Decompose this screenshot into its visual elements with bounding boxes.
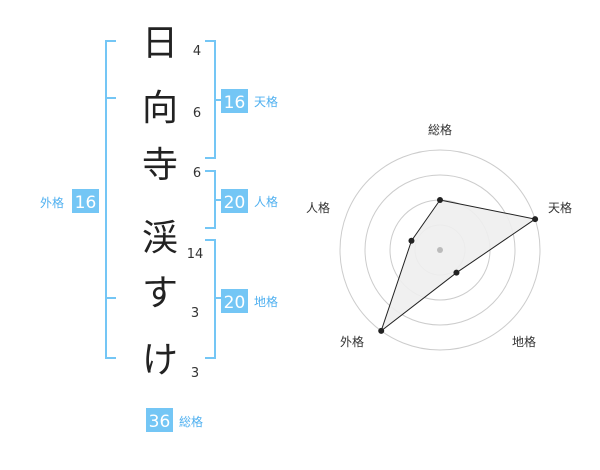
jinkaku-badge-bg bbox=[221, 189, 248, 213]
name-char-4: 渓 bbox=[142, 218, 178, 259]
gaikaku-badge-bg bbox=[72, 189, 99, 213]
chikaku-value: 20 bbox=[224, 293, 246, 313]
jinkaku-value: 20 bbox=[224, 193, 246, 213]
stroke-count-2: 6 bbox=[193, 106, 201, 121]
stroke-count-6: 3 bbox=[191, 366, 199, 381]
gaikaku-badge: 外格 16 bbox=[40, 189, 99, 213]
chikaku-bracket bbox=[205, 239, 216, 359]
stroke-count-4: 14 bbox=[187, 247, 204, 262]
radar-ring-4 bbox=[339, 149, 541, 351]
radar-area bbox=[380, 199, 537, 333]
chikaku-label: 地格 bbox=[254, 294, 278, 309]
gaikaku-value: 16 bbox=[75, 193, 97, 213]
gaikaku-label: 外格 bbox=[40, 195, 64, 210]
soukaku-badge: 36 総格 bbox=[146, 408, 203, 432]
radar-axis-label-4: 外格 bbox=[340, 334, 364, 349]
stroke-counts: 4 6 6 14 3 3 bbox=[187, 44, 204, 381]
jinkaku-label: 人格 bbox=[254, 194, 278, 209]
name-char-1: 日 bbox=[142, 23, 178, 64]
jinkaku-badge: 20 人格 bbox=[221, 189, 278, 213]
name-characters: 日 向 寺 渓 す け bbox=[142, 23, 178, 381]
radar-point-3 bbox=[453, 269, 460, 276]
gaikaku-bracket bbox=[105, 40, 116, 359]
brackets bbox=[105, 40, 221, 359]
radar-axis-label-1: 総格 bbox=[428, 122, 452, 137]
tenkaku-badge: 16 天格 bbox=[221, 89, 278, 113]
soukaku-value: 36 bbox=[149, 412, 171, 432]
stroke-count-3: 6 bbox=[193, 166, 201, 181]
soukaku-label: 総格 bbox=[179, 414, 203, 429]
stroke-count-1: 4 bbox=[193, 44, 201, 59]
name-char-6: け bbox=[142, 340, 178, 381]
tenkaku-label: 天格 bbox=[254, 94, 278, 109]
name-char-2: 向 bbox=[142, 88, 178, 129]
radar-axis-label-2: 天格 bbox=[548, 200, 572, 215]
radar-point-5 bbox=[408, 237, 415, 244]
tenkaku-value: 16 bbox=[224, 93, 246, 113]
chikaku-badge: 20 地格 bbox=[221, 289, 278, 313]
radar-ring-3 bbox=[364, 174, 516, 326]
name-char-3: 寺 bbox=[142, 145, 178, 186]
radar-center-dot bbox=[437, 247, 443, 253]
tenkaku-badge-bg bbox=[221, 89, 248, 113]
radar-axis-label-3: 地格 bbox=[512, 334, 536, 349]
radar-points bbox=[378, 197, 539, 334]
jinkaku-bracket bbox=[205, 170, 216, 229]
radar-point-2 bbox=[532, 216, 539, 223]
radar-axis-label-5: 人格 bbox=[306, 200, 330, 215]
name-char-5: す bbox=[142, 273, 178, 314]
stroke-count-5: 3 bbox=[191, 306, 199, 321]
chikaku-badge-bg bbox=[221, 289, 248, 313]
radar-point-1 bbox=[437, 197, 443, 203]
soukaku-badge-bg bbox=[146, 408, 173, 432]
radar-point-4 bbox=[378, 327, 385, 334]
tenkaku-bracket bbox=[205, 40, 216, 159]
